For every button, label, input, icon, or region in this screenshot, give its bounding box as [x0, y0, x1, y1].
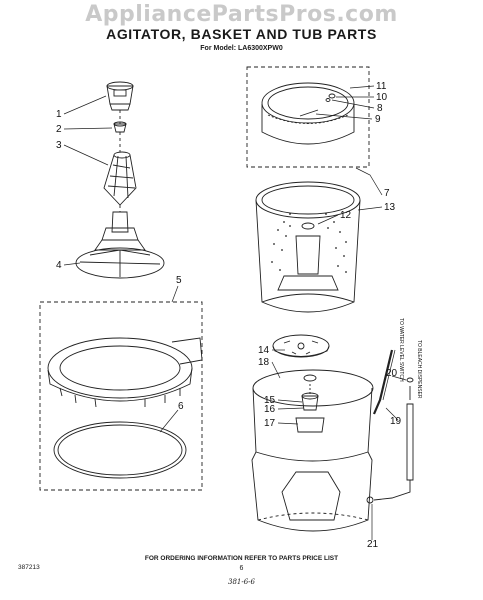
- callout-8: 8: [377, 103, 383, 114]
- part-agitator-auger: [103, 151, 137, 206]
- part-tub-gasket: [53, 421, 187, 479]
- callout-7: 7: [384, 188, 390, 199]
- callout-15: 15: [264, 395, 276, 406]
- callout-12: 12: [340, 210, 352, 221]
- callout-11: 11: [376, 81, 387, 92]
- part-agitator-base: [75, 211, 165, 279]
- callout-20: 20: [386, 368, 398, 379]
- callout-21: 21: [367, 539, 379, 550]
- callout-6: 6: [178, 401, 184, 412]
- part-outer-tub: [251, 369, 374, 532]
- part-drive-hub: [272, 334, 330, 358]
- callout-4: 4: [56, 260, 62, 271]
- leader-lines: [63, 85, 407, 540]
- callout-2: 2: [56, 124, 62, 135]
- basket-perforations: [271, 213, 347, 273]
- callout-13: 13: [384, 202, 396, 213]
- part-tub-cover-box: [246, 66, 370, 168]
- callout-18: 18: [258, 357, 270, 368]
- callout-10: 10: [376, 92, 388, 103]
- callout-16: 16: [264, 404, 276, 415]
- page-title: AGITATOR, BASKET AND TUB PARTS: [106, 26, 377, 42]
- callout-14: 14: [258, 345, 270, 356]
- callout-9: 9: [375, 114, 381, 125]
- model-subtitle: For Model: LA6300XPW0: [200, 45, 283, 52]
- note-bleach-dispenser: TO BLEACH DISPENSER: [416, 340, 422, 399]
- document-number: 387213: [18, 564, 40, 571]
- callout-3: 3: [56, 140, 62, 151]
- page-number: 6: [239, 565, 244, 572]
- callout-19: 19: [390, 416, 402, 427]
- watermark: AppliancePartsPros.com: [85, 2, 398, 27]
- part-hoses: [366, 349, 414, 504]
- part-5-box: [39, 301, 203, 491]
- part-tub-cover: [261, 82, 355, 145]
- part-tub-ring: [47, 337, 203, 408]
- note-water-level-switch: TO WATER LEVEL SWITCH: [398, 318, 404, 382]
- callout-5: 5: [176, 275, 182, 286]
- handwritten-mark: 381-6-6: [228, 578, 255, 586]
- part-agitator-cap: [106, 81, 134, 111]
- callout-labels: 1 2 3 4 5 6 7 8 9 10 11 12 13 14 15 16 1…: [56, 81, 402, 550]
- part-wash-basket: [255, 181, 361, 313]
- callout-17: 17: [264, 418, 276, 429]
- ordering-note: FOR ORDERING INFORMATION REFER TO PARTS …: [144, 555, 339, 562]
- callout-1: 1: [56, 109, 62, 120]
